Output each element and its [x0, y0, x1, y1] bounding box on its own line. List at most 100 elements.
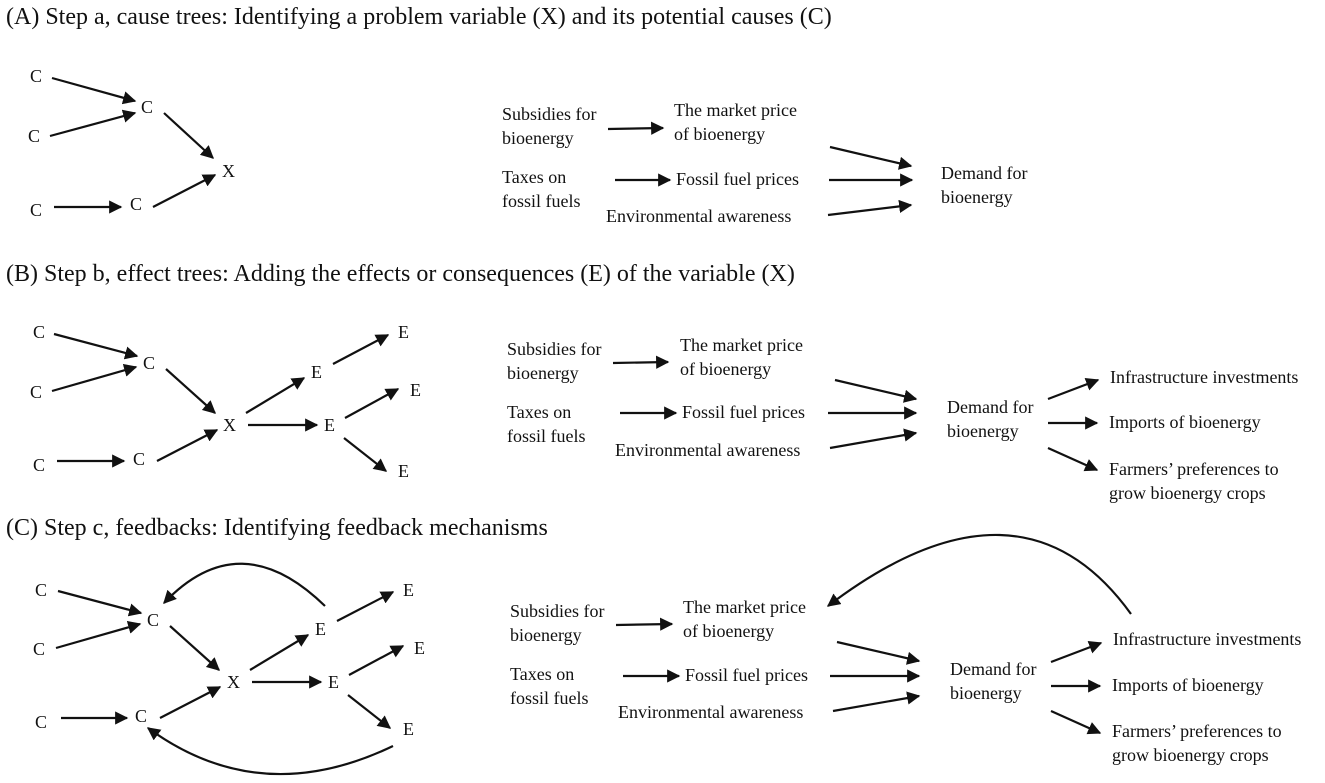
cause-node: C [130, 194, 142, 214]
arrow [834, 378, 918, 403]
panel-b-title: (B) Step b, effect trees: Adding the eff… [6, 261, 795, 287]
arrow [832, 691, 921, 713]
effect-node: E [414, 638, 425, 658]
arrow [1050, 641, 1103, 664]
label-demand: Demand for [941, 163, 1027, 183]
effect-node: E [328, 672, 339, 692]
panel-c: (C) Step c, feedbacks: Identifying feedb… [6, 515, 1301, 776]
label-farmers: Farmers’ preferences to [1112, 721, 1282, 741]
cause-node: C [133, 449, 145, 469]
panel-b-bioenergy-tree: Subsidies for bioenergy The market price… [507, 335, 1298, 503]
cause-node: C [28, 126, 40, 146]
cause-node: C [30, 382, 42, 402]
arrow [827, 199, 913, 217]
arrow [55, 620, 142, 650]
cause-node: C [143, 353, 155, 373]
cause-node: C [141, 97, 153, 117]
effect-node: E [324, 415, 335, 435]
label-infrastructure: Infrastructure investments [1110, 367, 1298, 387]
arrow [615, 617, 674, 631]
label-subsidies: bioenergy [510, 625, 582, 645]
label-taxes: fossil fuels [507, 426, 586, 446]
label-demand: bioenergy [941, 187, 1013, 207]
label-environmental-awareness: Environmental awareness [606, 206, 791, 226]
cause-node: C [30, 200, 42, 220]
feedback-loop-arrow [146, 727, 394, 776]
arrow [51, 76, 137, 105]
effect-node: E [398, 322, 409, 342]
label-fossil-prices: Fossil fuel prices [682, 402, 805, 422]
arrow [347, 694, 392, 729]
cause-node: C [35, 580, 47, 600]
label-environmental-awareness: Environmental awareness [618, 702, 803, 722]
label-market-price: of bioenergy [683, 621, 774, 641]
panel-c-generic-tree: C C C C C X E E E E E [33, 562, 425, 776]
arrow [165, 368, 216, 414]
panel-b-generic-tree: C C C C C X E E E E E [30, 322, 421, 481]
label-farmers: Farmers’ preferences to [1109, 459, 1279, 479]
arrow [332, 334, 390, 365]
label-market-price: The market price [683, 597, 806, 617]
arrow [1050, 709, 1102, 735]
label-taxes: Taxes on [510, 664, 574, 684]
problem-node: X [223, 415, 236, 435]
problem-node: X [222, 161, 235, 181]
arrow [1047, 446, 1099, 472]
panel-a-bioenergy-tree: Subsidies for bioenergy The market price… [502, 100, 1027, 226]
arrow [1047, 378, 1100, 401]
arrow [343, 437, 388, 472]
effect-node: E [398, 461, 409, 481]
label-taxes: fossil fuels [510, 688, 589, 708]
arrow [57, 589, 143, 617]
panel-a-generic-tree: C C C C C X [28, 66, 235, 220]
arrow [836, 640, 921, 665]
panel-c-title: (C) Step c, feedbacks: Identifying feedb… [6, 515, 548, 541]
label-farmers: grow bioenergy crops [1112, 745, 1269, 765]
problem-node: X [227, 672, 240, 692]
cause-node: C [147, 610, 159, 630]
arrow [607, 121, 665, 135]
panel-a-title: (A) Step a, cause trees: Identifying a p… [6, 4, 832, 30]
arrow [53, 332, 139, 360]
label-taxes: Taxes on [502, 167, 566, 187]
arrow [348, 645, 405, 676]
arrow [169, 625, 220, 671]
label-taxes: fossil fuels [502, 191, 581, 211]
cause-node: C [135, 706, 147, 726]
label-market-price: of bioenergy [680, 359, 771, 379]
label-subsidies: Subsidies for [502, 104, 597, 124]
arrow [245, 377, 306, 414]
cause-node: C [35, 712, 47, 732]
label-market-price: The market price [680, 335, 803, 355]
arrow [829, 428, 918, 450]
label-demand: Demand for [950, 659, 1036, 679]
feedback-loop-arrow [163, 562, 326, 607]
arrow [249, 634, 310, 671]
effect-node: E [315, 619, 326, 639]
label-demand: Demand for [947, 397, 1033, 417]
panel-a: (A) Step a, cause trees: Identifying a p… [6, 4, 1027, 226]
arrow [163, 112, 214, 159]
arrow [49, 109, 137, 138]
label-subsidies: bioenergy [502, 128, 574, 148]
label-farmers: grow bioenergy crops [1109, 483, 1266, 503]
label-market-price: The market price [674, 100, 797, 120]
arrow [344, 388, 400, 419]
feedback-loop-arrow [826, 533, 1132, 615]
cause-node: C [33, 322, 45, 342]
arrow [152, 174, 217, 208]
label-environmental-awareness: Environmental awareness [615, 440, 800, 460]
arrow [159, 686, 222, 719]
effect-node: E [403, 580, 414, 600]
label-subsidies: Subsidies for [507, 339, 602, 359]
effect-node: E [410, 380, 421, 400]
effect-node: E [403, 719, 414, 739]
label-infrastructure: Infrastructure investments [1113, 629, 1301, 649]
label-taxes: Taxes on [507, 402, 571, 422]
label-market-price: of bioenergy [674, 124, 765, 144]
label-subsidies: bioenergy [507, 363, 579, 383]
cause-node: C [33, 639, 45, 659]
label-fossil-prices: Fossil fuel prices [676, 169, 799, 189]
panel-c-bioenergy-tree: Subsidies for bioenergy The market price… [510, 533, 1301, 765]
